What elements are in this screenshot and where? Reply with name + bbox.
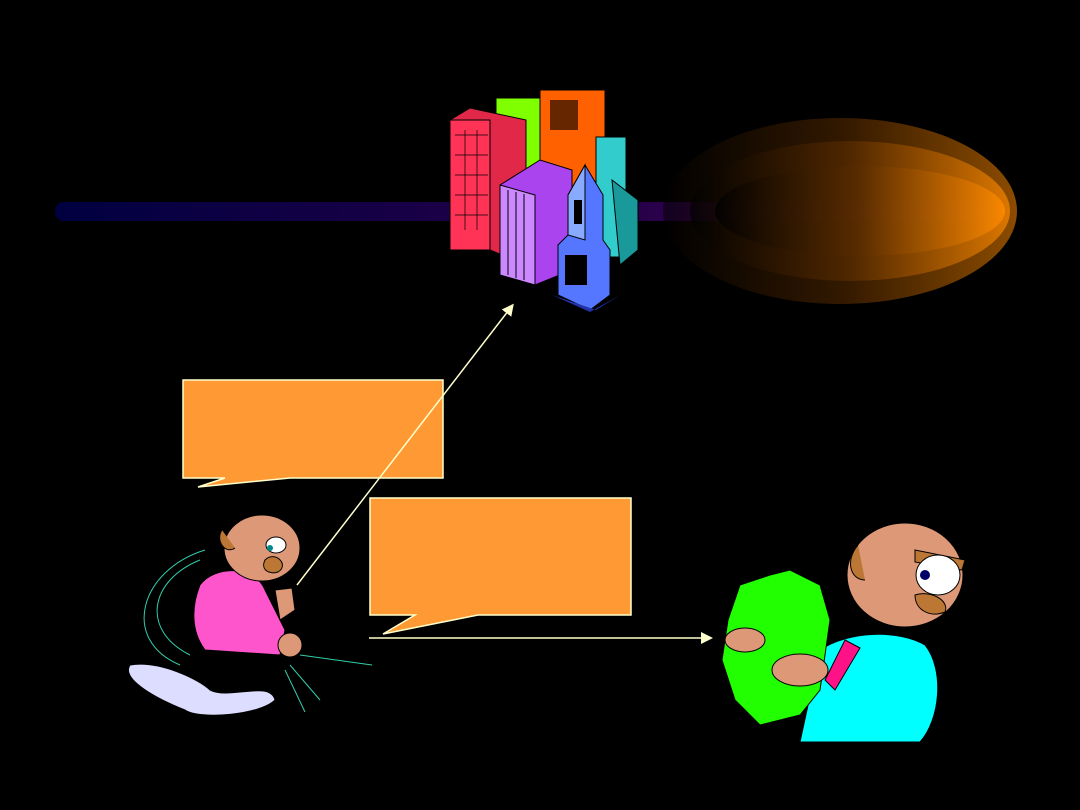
speech-bubble-top xyxy=(182,379,444,488)
arrow-to-city xyxy=(296,303,514,586)
running-man-icon xyxy=(127,514,373,716)
city-buildings-icon xyxy=(448,89,639,312)
man-with-money-icon xyxy=(721,522,966,743)
comet-glow xyxy=(663,118,1017,304)
speech-bubble-bottom xyxy=(369,497,632,635)
